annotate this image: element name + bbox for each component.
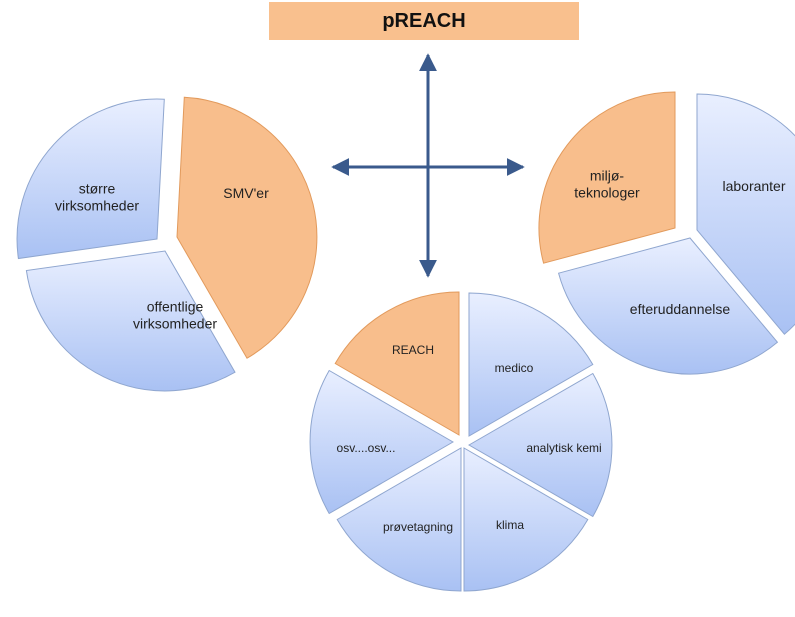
left-pie-wedge-2 [25,250,236,392]
right-pie-wedge-3 [538,91,676,264]
bottom-pie-wedge-label-6: REACH [392,343,434,357]
bottom-pie-wedge-label-4: prøvetagning [383,520,453,534]
bottom-pie-wedge-label-2: analytisk kemi [526,441,601,455]
bottom-pie-wedge-5 [309,369,454,515]
pie-right: laboranter efteruddannelse miljø-teknologe… [538,91,795,375]
pie-bottom: medico analytisk kemi klima prøvetagning osv… [309,291,613,592]
title-box: pREACH [269,2,579,40]
right-pie-wedge-label-1: laboranter [722,178,785,194]
bottom-pie-wedge-1 [468,292,594,437]
left-pie-wedge-label-1: SMV'er [223,185,269,201]
right-pie-wedge-2 [557,237,779,375]
bottom-pie-wedge-label-5: osv....osv... [337,441,396,455]
bottom-pie-wedge-3 [463,447,589,592]
right-pie-wedge-1 [696,93,795,335]
bottom-pie-wedge-label-1: medico [495,361,534,375]
diagram-title: pREACH [382,9,466,32]
cross-arrows [331,53,525,278]
bottom-pie-wedge-4 [336,447,462,592]
bottom-pie-wedge-label-3: klima [496,518,524,532]
bottom-pie-wedge-6 [334,291,460,436]
right-pie-wedge-label-2: efteruddannelse [630,301,731,317]
right-pie-wedge-label-3: miljø-teknologer [574,168,640,201]
left-pie-wedge-1 [176,96,318,359]
left-pie-wedge-3 [16,98,165,260]
bottom-pie-wedge-2 [468,372,613,518]
